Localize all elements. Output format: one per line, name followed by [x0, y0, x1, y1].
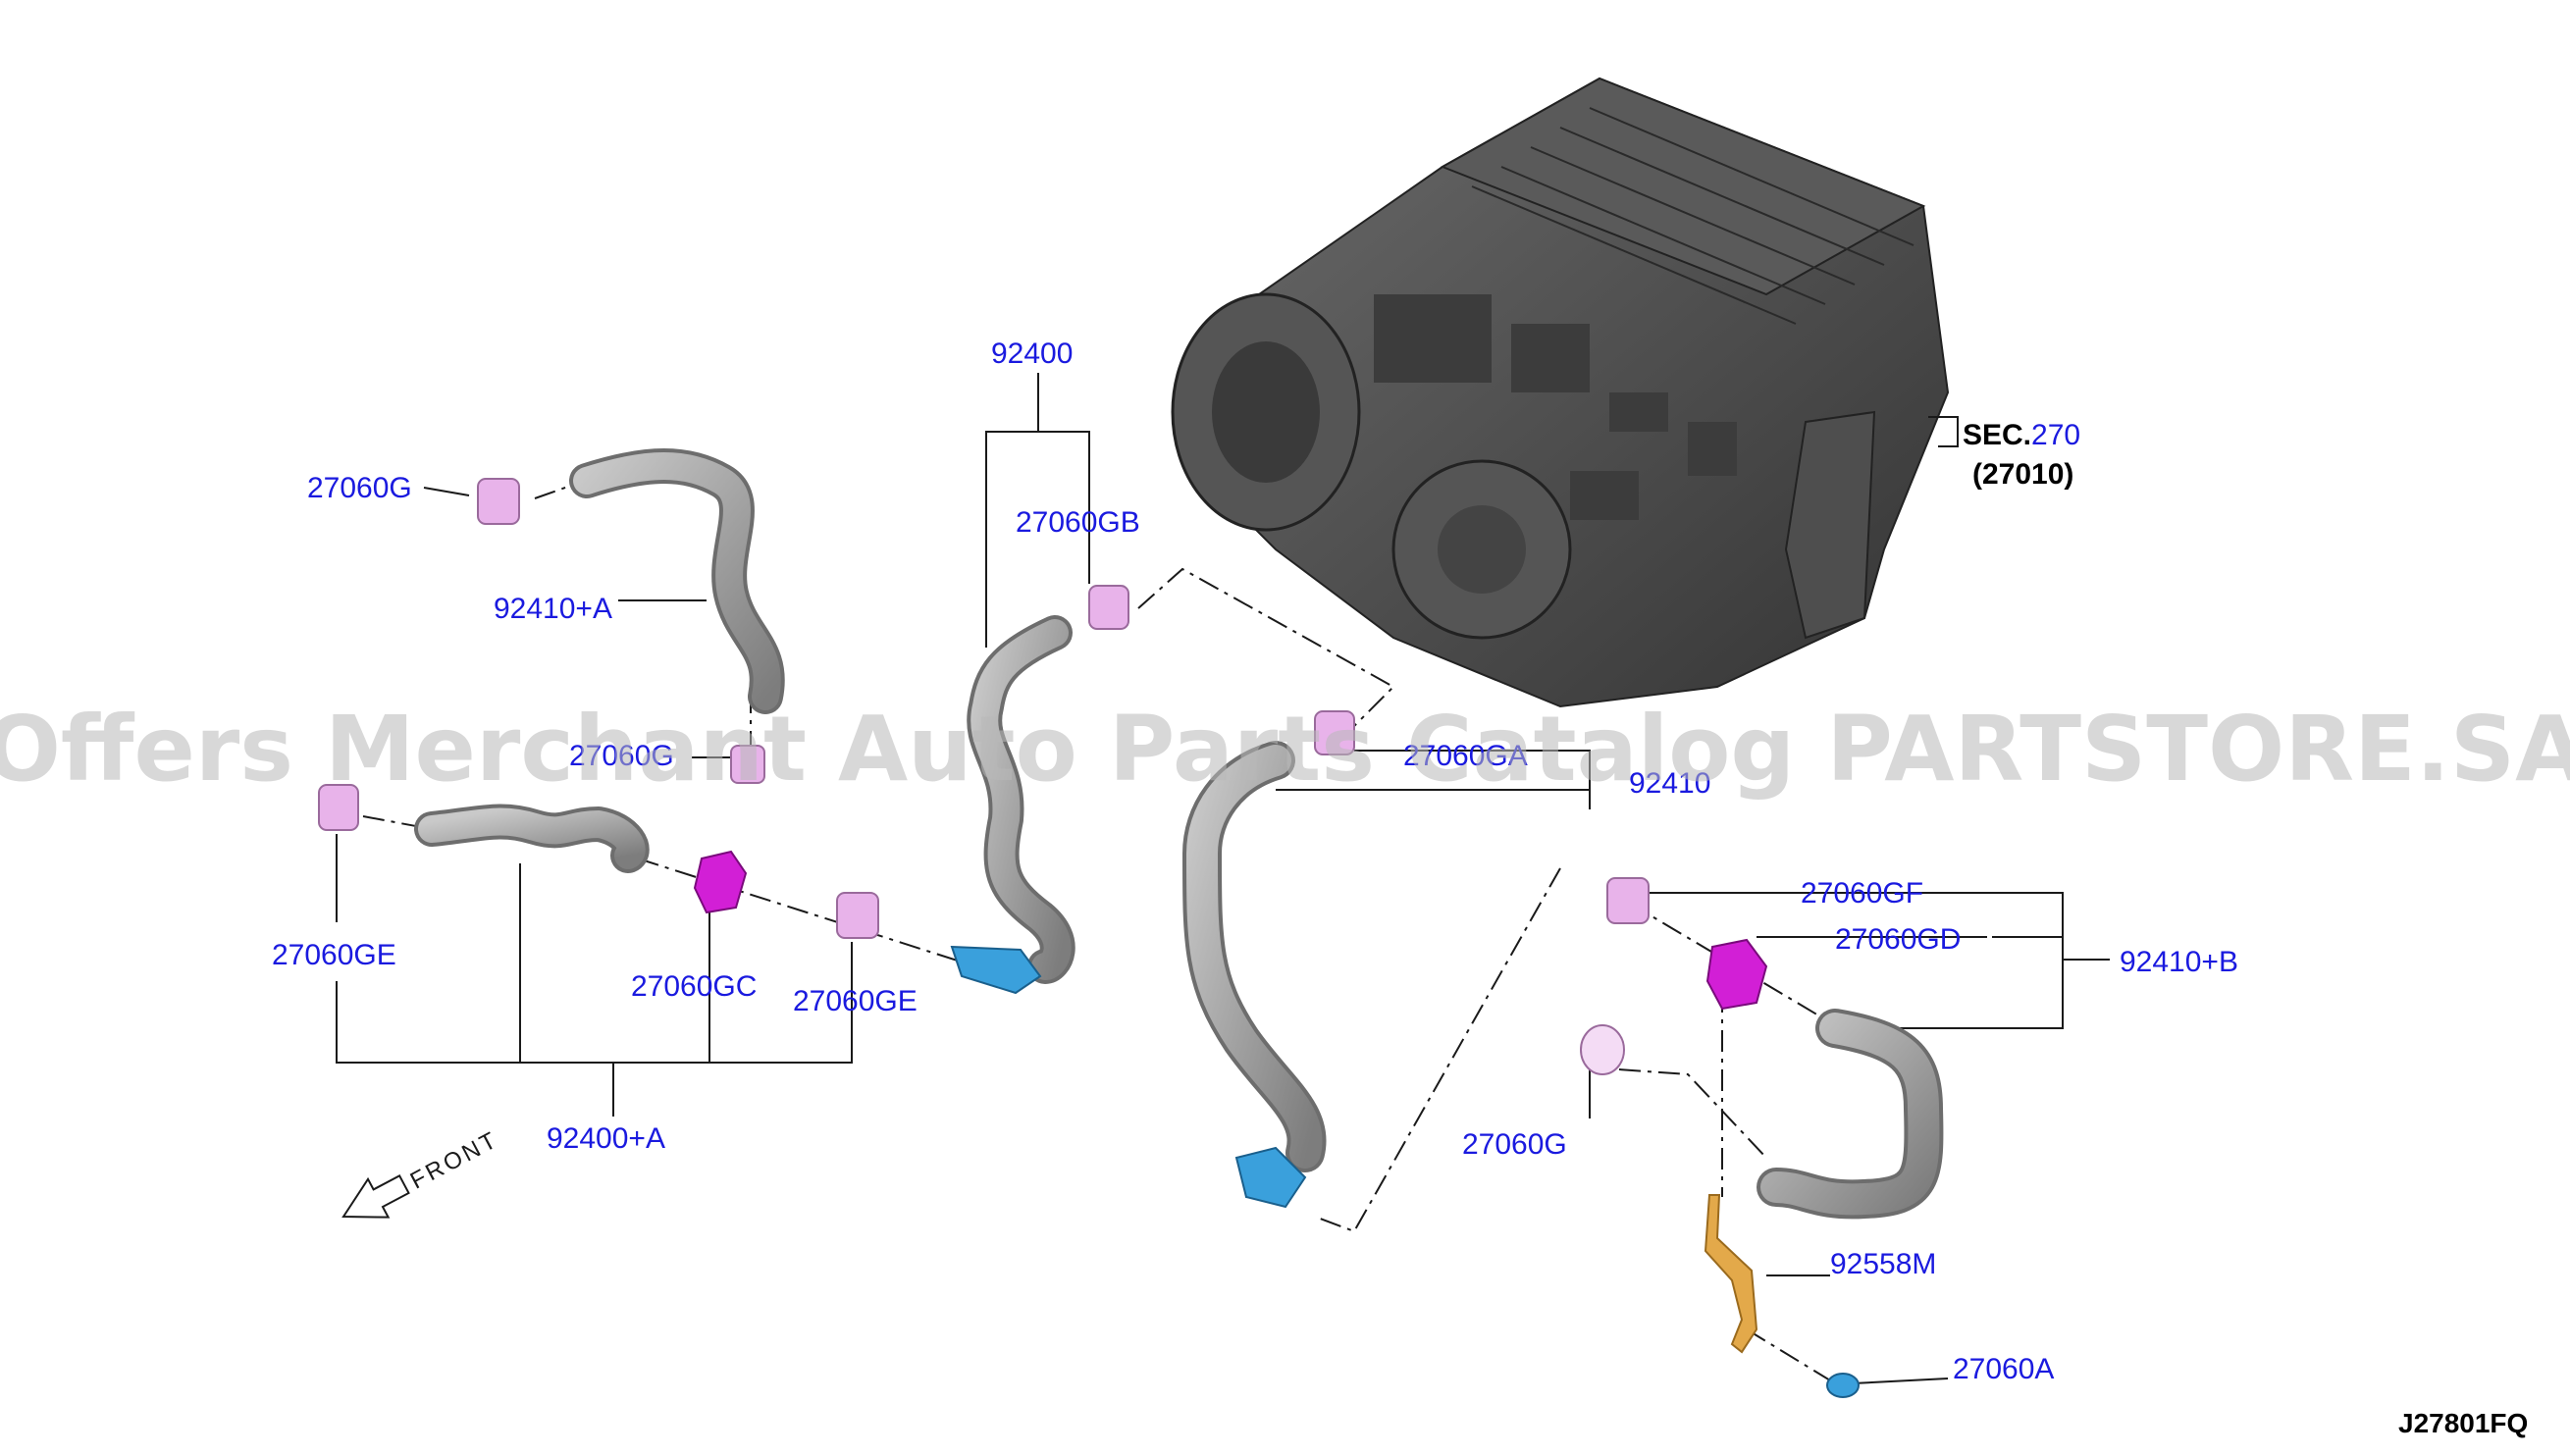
label-27060gb[interactable]: 27060GB: [1016, 506, 1140, 539]
connector-left: [950, 945, 1042, 995]
grommet-27060a: [1826, 1373, 1860, 1398]
watermark: Offers Merchant Auto Parts Catalog PARTS…: [0, 697, 2570, 802]
label-92400[interactable]: 92400: [991, 338, 1073, 370]
clip-27060gc: [693, 850, 748, 914]
clamp-27060ga: [1314, 710, 1355, 755]
label-27060ga[interactable]: 27060GA: [1403, 740, 1528, 772]
clamp-27060g-mid: [730, 745, 765, 784]
hose-clamps: [318, 478, 1650, 1075]
label-92558m[interactable]: 92558M: [1830, 1248, 1936, 1280]
label-92410a[interactable]: 92410+A: [494, 593, 612, 625]
clamp-27060g-bottom: [1580, 1024, 1625, 1075]
label-27060ge-right[interactable]: 27060GE: [793, 985, 918, 1017]
label-27060g-bottom[interactable]: 27060G: [1462, 1128, 1567, 1161]
front-label: FRONT: [406, 1126, 503, 1195]
clamp-27060gb: [1088, 585, 1129, 630]
bracket-92558m: [1704, 1194, 1758, 1354]
clamp-27060ge-right: [836, 892, 879, 939]
label-92400a[interactable]: 92400+A: [547, 1122, 665, 1155]
diagram-code: J27801FQ: [2398, 1408, 2528, 1438]
label-27060a[interactable]: 27060A: [1953, 1353, 2054, 1385]
label-sec-270[interactable]: SEC.270: [1963, 419, 2080, 451]
hvac-unit: [1171, 77, 1950, 708]
label-92410[interactable]: 92410: [1629, 767, 1710, 800]
label-27060g-top[interactable]: 27060G: [307, 472, 412, 504]
leader-lines: [336, 373, 2110, 1384]
connector-right: [1234, 1146, 1307, 1209]
label-sec-sub: (27010): [1972, 458, 2073, 491]
label-27060gd[interactable]: 27060GD: [1835, 923, 1961, 956]
label-27060gc[interactable]: 27060GC: [631, 970, 757, 1003]
clamp-27060ge-left: [318, 784, 359, 831]
hose-parts: [414, 448, 1944, 1220]
label-27060gf[interactable]: 27060GF: [1801, 877, 1923, 910]
clamp-27060g-top: [477, 478, 520, 525]
clip-27060gd: [1705, 938, 1768, 1011]
front-arrow-icon: FRONT: [341, 1126, 503, 1219]
hose-clips: [693, 850, 1768, 1011]
hose-connectors: [950, 945, 1860, 1398]
clamp-27060gf: [1606, 877, 1650, 924]
label-27060g-mid[interactable]: 27060G: [569, 740, 674, 772]
label-27060ge-left[interactable]: 27060GE: [272, 939, 396, 971]
label-92410b[interactable]: 92410+B: [2120, 946, 2238, 978]
